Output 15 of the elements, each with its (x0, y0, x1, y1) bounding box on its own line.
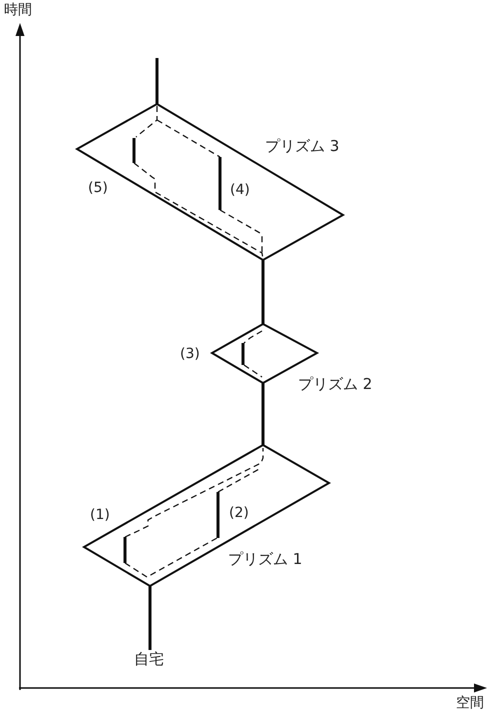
callout-number: (1) (90, 507, 110, 524)
axis-label: 時間 (4, 2, 32, 19)
callout-number: (4) (230, 182, 250, 199)
path-line (262, 383, 264, 445)
callout-number: (3) (180, 346, 200, 363)
path-line (148, 586, 152, 650)
prism-label: プリズム 1 (228, 550, 302, 568)
callout-number: (5) (88, 180, 108, 197)
path-line (262, 260, 264, 324)
place-label: 自宅 (134, 650, 164, 668)
prism-label: プリズム 3 (265, 137, 340, 155)
path-line (156, 58, 158, 104)
callout-number: (2) (229, 505, 249, 522)
axis-label: 空間 (456, 695, 484, 712)
prism-label: プリズム 2 (298, 375, 372, 393)
